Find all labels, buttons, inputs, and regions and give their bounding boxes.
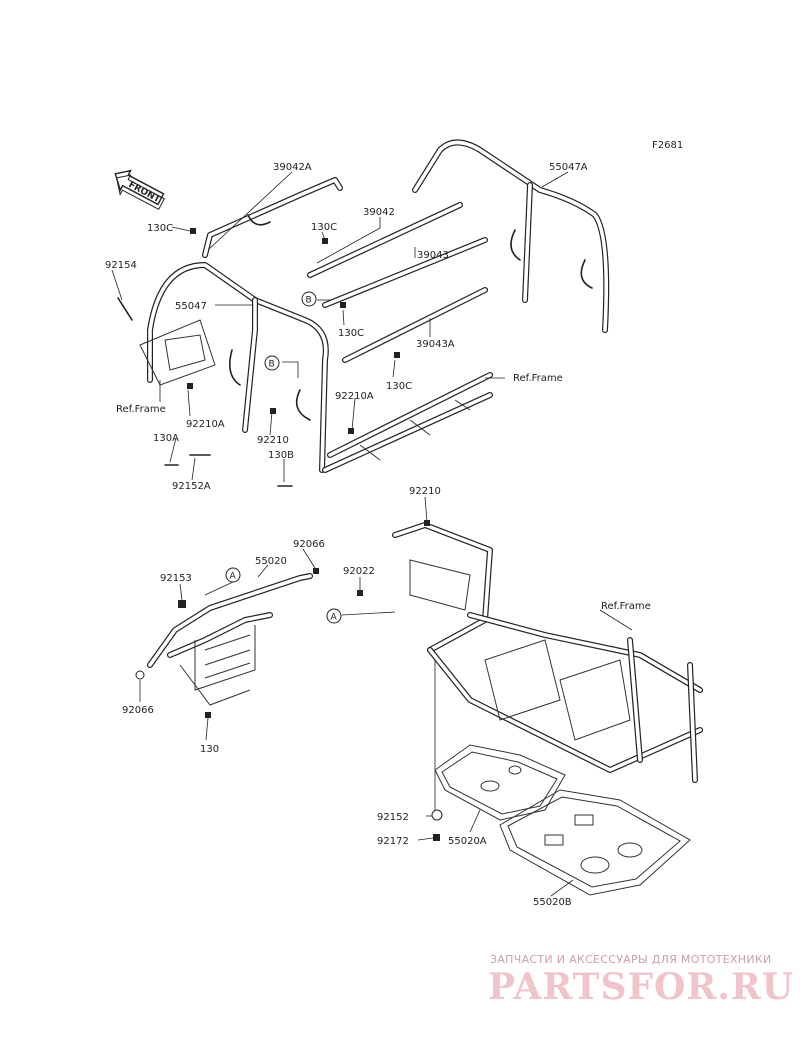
- bars-39042-39043: [307, 202, 488, 363]
- label-92066-1: 92066: [293, 539, 325, 550]
- label-ref-frame-1: Ref.Frame: [513, 373, 563, 384]
- label-39042: 39042: [363, 207, 395, 218]
- callout-A-1: A: [225, 567, 241, 583]
- roll-cage-front-55047: [139, 262, 329, 473]
- callout-A-2-text: A: [331, 613, 338, 623]
- watermark-tagline: ЗАПЧАСТИ И АКСЕССУАРЫ ДЛЯ МОТОТЕХНИКИ: [490, 953, 772, 966]
- label-92022: 92022: [343, 566, 375, 577]
- roll-cage-rear-55047A: [412, 139, 610, 333]
- main-chassis-frame: [392, 520, 703, 783]
- label-ref-frame-2: Ref.Frame: [116, 404, 166, 415]
- callout-A-1-text: A: [230, 572, 237, 582]
- callout-B-2: B: [264, 355, 280, 371]
- label-92066-2: 92066: [122, 705, 154, 716]
- label-92152: 92152: [377, 812, 409, 823]
- front-bumper-55020: [135, 568, 363, 718]
- label-130C-3: 130C: [338, 328, 364, 339]
- label-130B: 130B: [268, 450, 294, 461]
- label-39043: 39043: [417, 250, 449, 261]
- label-130C-4: 130C: [386, 381, 412, 392]
- label-92210A-1: 92210A: [335, 391, 374, 402]
- callout-B-1-text: B: [306, 296, 312, 306]
- label-92210A-2: 92210A: [186, 419, 225, 430]
- label-92172: 92172: [377, 836, 409, 847]
- washer-92152: [431, 809, 443, 821]
- skid-plate-55020A: [434, 744, 566, 821]
- callout-A-2: A: [326, 608, 342, 624]
- label-92154: 92154: [105, 260, 137, 271]
- label-55020: 55020: [255, 556, 287, 567]
- watermark-logo: PARTSFOR.RU: [488, 966, 795, 1008]
- floor-rail-ref-frame: [322, 372, 493, 473]
- fasteners-upper: [117, 228, 400, 487]
- label-130A: 130A: [153, 433, 179, 444]
- label-55020A: 55020A: [448, 836, 487, 847]
- label-55047: 55047: [175, 301, 207, 312]
- label-130: 130: [200, 744, 219, 755]
- label-39043A: 39043A: [416, 339, 455, 350]
- label-92152A: 92152A: [172, 481, 211, 492]
- leader-lines: [111, 171, 633, 897]
- callout-B-1: B: [301, 291, 317, 307]
- label-92210-2: 92210: [409, 486, 441, 497]
- side-bar-39042A: [202, 177, 343, 258]
- fastener-92172: [433, 834, 440, 841]
- label-55020B: 55020B: [533, 897, 572, 908]
- front-arrow-badge: FRONT: [114, 169, 166, 211]
- label-39042A: 39042A: [273, 162, 312, 173]
- skid-plate-55020B: [499, 789, 691, 896]
- callout-B-2-text: B: [269, 360, 275, 370]
- label-92153: 92153: [160, 573, 192, 584]
- label-130C-2: 130C: [311, 222, 337, 233]
- label-130C-1: 130C: [147, 223, 173, 234]
- label-55047A: 55047A: [549, 162, 588, 173]
- figure-code: F2681: [652, 140, 684, 151]
- label-ref-frame-3: Ref.Frame: [601, 601, 651, 612]
- label-92210-1: 92210: [257, 435, 289, 446]
